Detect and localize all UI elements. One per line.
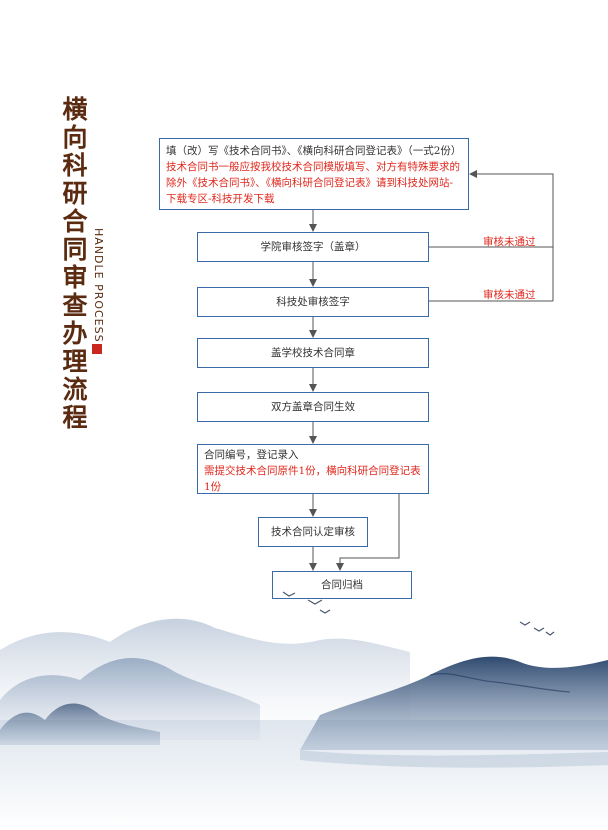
step-school-seal: 盖学校技术合同章: [197, 338, 429, 368]
step-7-text: 技术合同认定审核: [271, 526, 355, 538]
step-college-review: 学院审核签字（盖章）: [197, 232, 429, 262]
step-office-review: 科技处审核签字: [197, 287, 429, 317]
reject-label-1: 审核未通过: [483, 236, 536, 248]
step-8-text: 合同归档: [321, 579, 363, 591]
step-archive: 合同归档: [272, 571, 412, 599]
page-title: 横向科研合同审查办理流程: [59, 96, 88, 432]
flow-connectors: [309, 170, 554, 571]
step-6-text: 合同编号，登记录入: [204, 449, 299, 461]
step-4-text: 盖学校技术合同章: [271, 347, 355, 359]
step-2-text: 学院审核签字（盖章）: [260, 241, 366, 253]
step-6-note: 需提交技术合同原件1份，横向科研合同登记表1份: [204, 465, 421, 493]
step-contract-effective: 双方盖章合同生效: [197, 392, 429, 422]
step-fill-contract: 填（改）写《技术合同书》、《横向科研合同登记表》（一式2份） 技术合同书一般应按我…: [159, 138, 469, 210]
landscape-illustration: [0, 591, 608, 830]
left-island: [0, 703, 160, 745]
step-1-note: 技术合同书一般应按我校技术合同模版填写、对方有特殊要求的除外《技术合同书》、《横…: [166, 161, 460, 205]
birds: [282, 591, 555, 636]
arrow-bypass: [336, 494, 400, 571]
reject-label-2: 审核未通过: [483, 289, 536, 301]
step-certification: 技术合同认定审核: [258, 517, 368, 547]
page-subtitle: HANDLE PROCESS: [92, 228, 105, 343]
step-5-text: 双方盖章合同生效: [271, 401, 355, 413]
step-3-text: 科技处审核签字: [276, 296, 350, 308]
step-1-text: 填（改）写《技术合同书》、《横向科研合同登记表》（一式2份）: [166, 145, 462, 157]
step-register: 合同编号，登记录入 需提交技术合同原件1份，横向科研合同登记表1份: [197, 444, 429, 494]
right-mountain: [300, 656, 608, 750]
reject-return: [469, 170, 554, 301]
accent-square: [92, 344, 102, 354]
